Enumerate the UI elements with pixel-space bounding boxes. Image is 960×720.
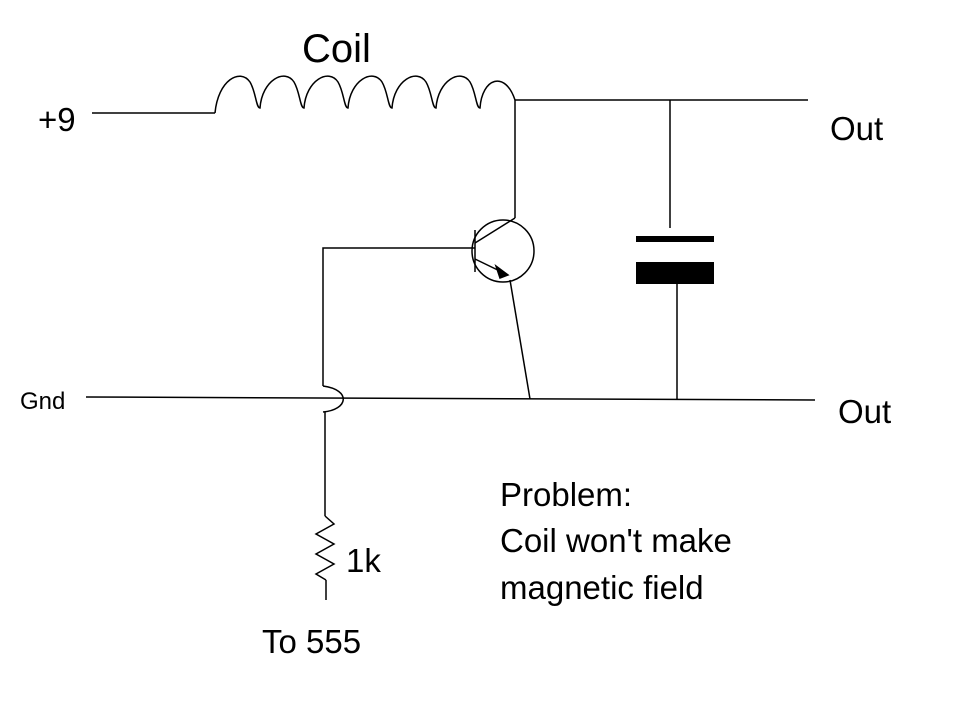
resistor-symbol (314, 515, 336, 581)
gnd-label: Gnd (20, 388, 65, 415)
base-wire (322, 247, 475, 386)
capacitor-symbol (636, 100, 714, 400)
coil-symbol (214, 75, 516, 114)
transistor-symbol (471, 217, 535, 283)
plus9-label: +9 (38, 101, 76, 138)
ground-rail (85, 396, 816, 401)
to555-label: To 555 (262, 623, 361, 660)
problem-line-2: Coil won't make (500, 522, 732, 559)
problem-title: Problem: (500, 476, 632, 513)
emitter-wire (509, 279, 531, 400)
resistor-label: 1k (346, 542, 381, 579)
out-bottom-label: Out (838, 393, 891, 430)
out-top-label: Out (830, 110, 883, 147)
coil-label: Coil (302, 27, 371, 71)
crossover-hop (322, 385, 344, 413)
problem-line-3: magnetic field (500, 569, 704, 606)
